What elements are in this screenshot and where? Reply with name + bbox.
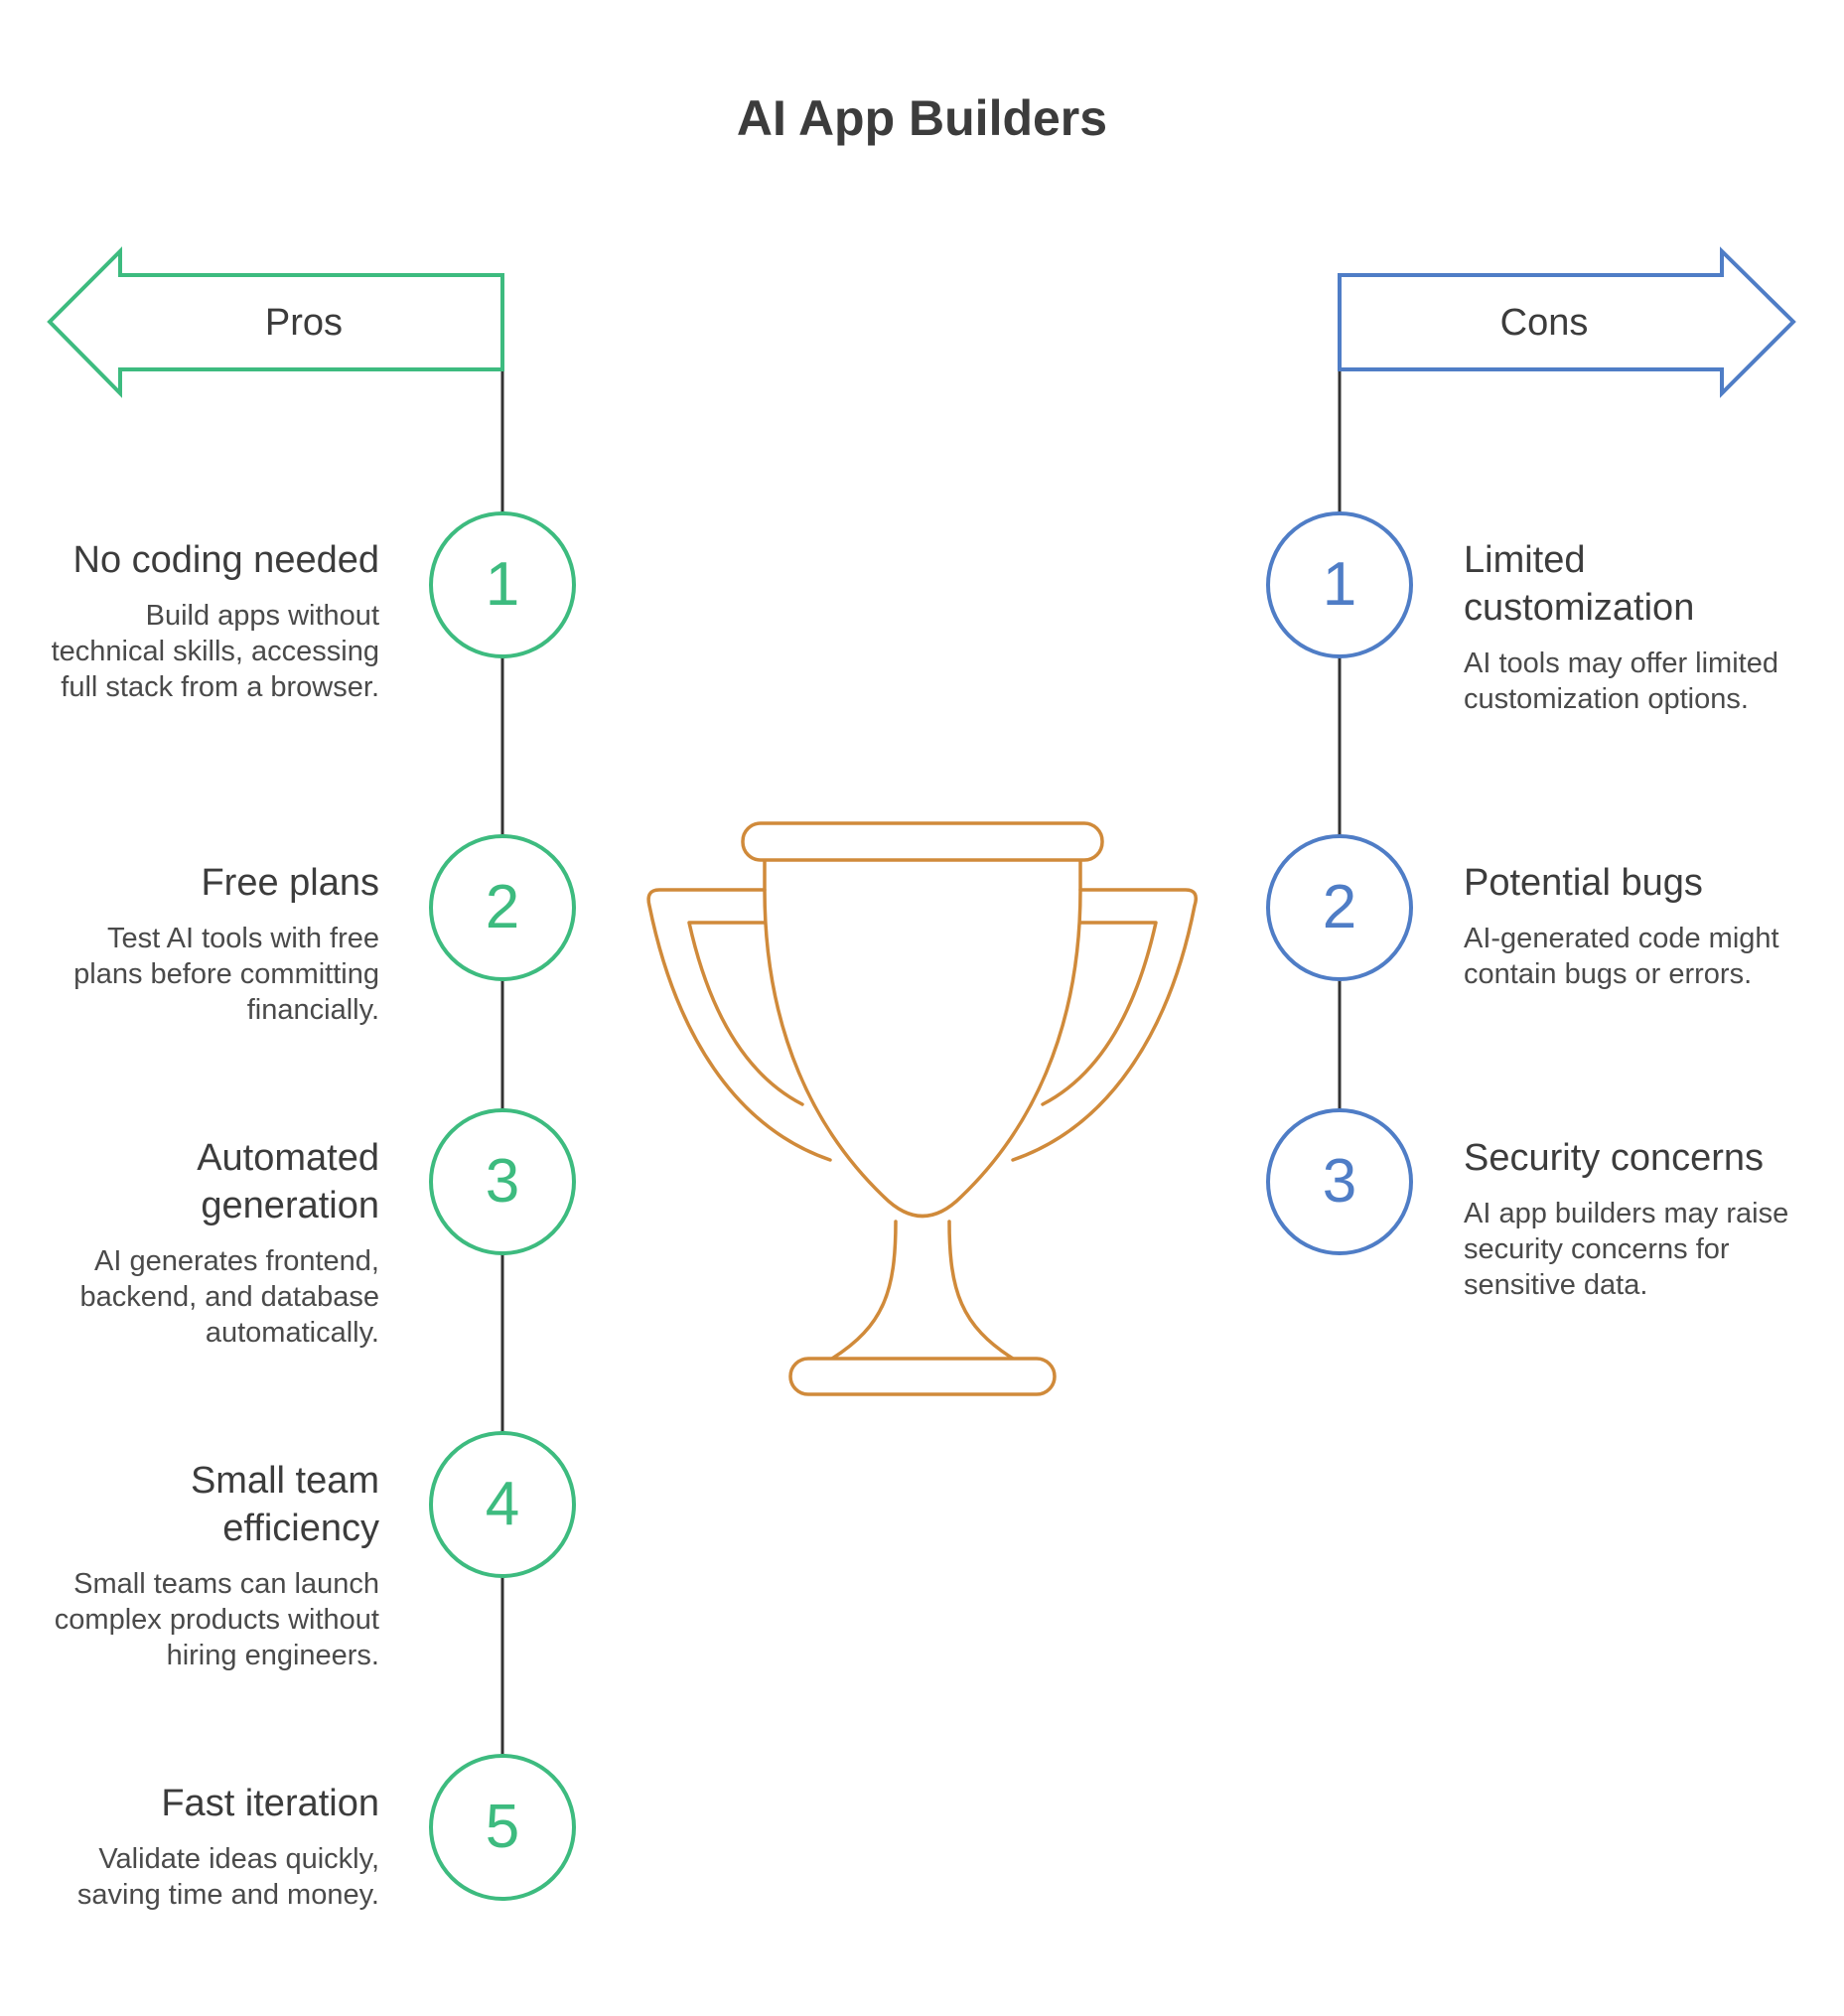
pros-item-2: Free plans Test AI tools with free plans… <box>42 859 379 1028</box>
pros-item-5: Fast iteration Validate ideas quickly, s… <box>42 1780 379 1913</box>
pros-number-4: 4 <box>485 1470 520 1538</box>
cons-number-3: 3 <box>1322 1147 1357 1216</box>
cons-item-2-desc: AI-generated code might contain bugs or … <box>1464 923 1779 990</box>
cons-item-3-desc: AI app builders may raise security conce… <box>1464 1198 1789 1301</box>
pros-circle-2 <box>429 834 576 981</box>
pros-number-3: 3 <box>485 1147 520 1216</box>
pros-item-3-title: Automated generation <box>197 1137 379 1226</box>
diagram-title: AI App Builders <box>736 90 1108 146</box>
cons-item-2-title: Potential bugs <box>1464 862 1703 904</box>
cons-circle-3 <box>1266 1108 1413 1255</box>
cons-number-1: 1 <box>1322 550 1357 619</box>
cons-arrow <box>1338 246 1796 398</box>
pros-item-4-desc: Small teams can launch complex products … <box>54 1568 379 1671</box>
pros-item-1-title: No coding needed <box>72 539 379 581</box>
pros-item-4-title: Small team efficiency <box>190 1460 379 1549</box>
cons-circle-1 <box>1266 511 1413 658</box>
pros-item-3: Automated generation AI generates fronte… <box>42 1134 379 1351</box>
pros-item-4: Small team efficiency Small teams can la… <box>42 1457 379 1673</box>
pros-circle-4 <box>429 1431 576 1578</box>
pros-item-2-desc: Test AI tools with free plans before com… <box>73 923 379 1026</box>
pros-number-1: 1 <box>485 550 520 619</box>
pros-label: Pros <box>264 302 344 344</box>
pros-circle-3 <box>429 1108 576 1255</box>
cons-circle-2 <box>1266 834 1413 981</box>
pros-item-1-desc: Build apps without technical skills, acc… <box>51 600 379 703</box>
pros-item-5-desc: Validate ideas quickly, saving time and … <box>76 1843 379 1911</box>
cons-item-1: Limited customization AI tools may offer… <box>1464 536 1801 717</box>
cons-number-2: 2 <box>1322 873 1357 941</box>
pros-circle-5 <box>429 1754 576 1901</box>
cons-item-3: Security concerns AI app builders may ra… <box>1464 1134 1801 1303</box>
cons-item-2: Potential bugs AI-generated code might c… <box>1464 859 1801 992</box>
pros-item-3-desc: AI generates frontend, backend, and data… <box>79 1245 379 1349</box>
pros-item-5-title: Fast iteration <box>161 1783 379 1824</box>
cons-item-1-desc: AI tools may offer limited customization… <box>1464 648 1778 715</box>
pros-item-1: No coding needed Build apps without tech… <box>42 536 379 705</box>
pros-number-5: 5 <box>485 1793 520 1861</box>
pros-number-2: 2 <box>485 873 520 941</box>
cons-item-3-title: Security concerns <box>1464 1137 1765 1179</box>
pros-arrow <box>47 246 504 398</box>
pros-item-2-title: Free plans <box>201 862 379 904</box>
cons-item-1-title: Limited customization <box>1464 539 1695 629</box>
pros-circle-1 <box>429 511 576 658</box>
trophy-icon <box>646 821 1199 1396</box>
cons-label: Cons <box>1499 302 1589 344</box>
